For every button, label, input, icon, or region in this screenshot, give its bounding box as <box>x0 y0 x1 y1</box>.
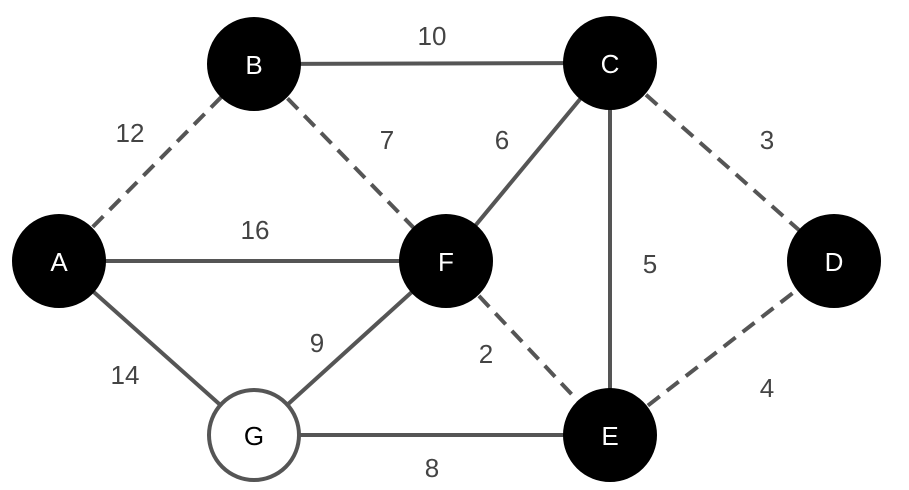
edge-weight-f-c: 6 <box>495 125 509 155</box>
node-circle-b <box>207 17 301 111</box>
node-label-f: F <box>438 247 454 277</box>
edge-b-c <box>253 61 611 66</box>
node-b: B <box>207 17 301 111</box>
edge-labels-layer: 10 12 7 6 3 16 5 14 9 2 4 8 <box>111 21 775 483</box>
node-label-a: A <box>50 247 68 277</box>
node-circle-g <box>207 388 301 482</box>
node-e: E <box>563 388 657 482</box>
edge-c-d <box>608 61 836 263</box>
node-circle-f <box>399 214 493 308</box>
node-label-d: D <box>825 247 844 277</box>
edge-weight-c-e: 5 <box>643 249 657 279</box>
node-circle-c <box>563 16 657 110</box>
node-label-g: G <box>244 421 264 451</box>
edge-weight-f-e: 2 <box>479 339 493 369</box>
nodes-layer: A B C D E F G <box>12 16 881 482</box>
node-circle-a <box>12 214 106 308</box>
edge-weight-g-e: 8 <box>425 453 439 483</box>
node-circle-e <box>563 388 657 482</box>
node-a: A <box>12 214 106 308</box>
edge-weight-a-g: 14 <box>111 360 140 390</box>
edge-weight-a-f: 16 <box>241 215 270 245</box>
edge-weight-e-d: 4 <box>760 373 774 403</box>
node-d: D <box>787 214 881 308</box>
edge-weight-c-d: 3 <box>760 125 774 155</box>
edge-weight-b-f: 7 <box>380 125 394 155</box>
edge-weight-a-b: 12 <box>116 118 145 148</box>
node-label-e: E <box>601 421 618 451</box>
node-label-b: B <box>245 50 262 80</box>
edge-weight-g-f: 9 <box>310 328 324 358</box>
node-label-c: C <box>601 49 620 79</box>
node-g: G <box>207 388 301 482</box>
node-c: C <box>563 16 657 110</box>
node-f: F <box>399 214 493 308</box>
edge-weight-b-c: 10 <box>418 21 447 51</box>
node-circle-d <box>787 214 881 308</box>
